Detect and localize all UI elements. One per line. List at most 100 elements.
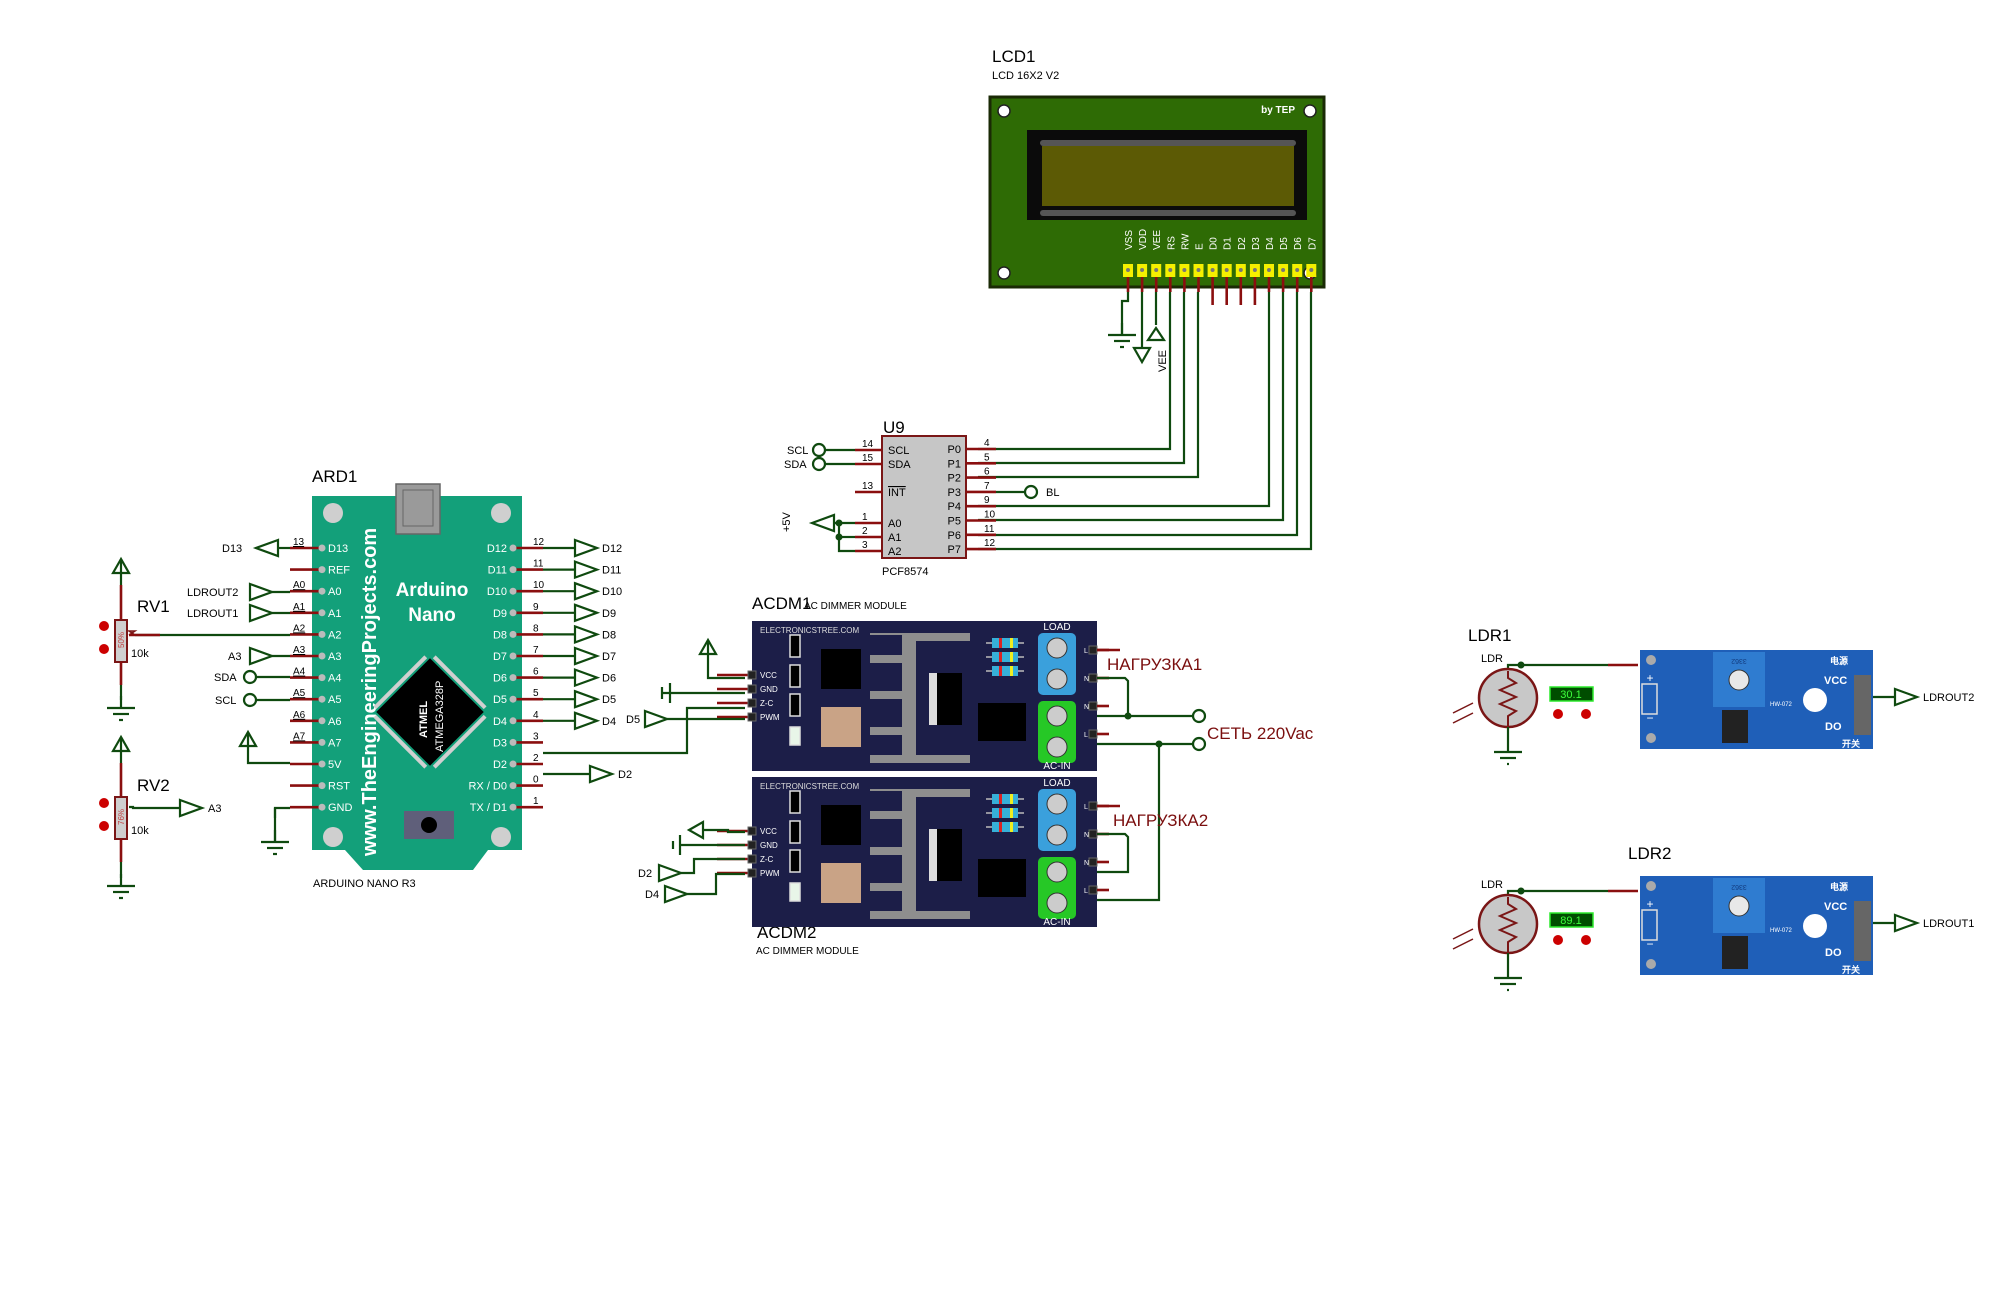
dimmer-pin[interactable] bbox=[1088, 857, 1098, 867]
u9-pin-name: SDA bbox=[888, 459, 911, 471]
rv2-percent: 76% bbox=[117, 809, 126, 825]
net-label: D6 bbox=[602, 673, 616, 685]
increment-icon[interactable] bbox=[1553, 709, 1563, 719]
ldr-module-pin-label: 开关 bbox=[1842, 738, 1860, 749]
lcd-pin-label: VDD bbox=[1138, 229, 1149, 250]
arduino-title-2: Nano bbox=[408, 605, 456, 626]
pot-rv2[interactable]: 76% A3 RV2 10k bbox=[99, 735, 221, 900]
net-d4-pwm-label: D4 bbox=[645, 889, 659, 901]
arduino-nano[interactable]: ARD1 www.TheEngineeringProjects.com Ardu… bbox=[290, 467, 545, 890]
u9-pin-name: A1 bbox=[888, 532, 901, 544]
optocoupler-chip bbox=[821, 863, 861, 903]
ldr-module-header bbox=[1854, 675, 1871, 735]
arduino-pin-name: GND bbox=[328, 802, 353, 814]
u9-pin-number: 12 bbox=[984, 538, 996, 549]
pin-dot-icon bbox=[1252, 268, 1257, 272]
arduino-pin-name: A4 bbox=[328, 673, 341, 685]
pin-dot-icon bbox=[509, 782, 517, 790]
dimmer-pin[interactable] bbox=[1088, 885, 1098, 895]
dimmer-pin[interactable] bbox=[1088, 701, 1098, 711]
dimmer-pin[interactable] bbox=[1088, 829, 1098, 839]
ldr-module-model: HW-072 bbox=[1770, 702, 1793, 708]
pin-dot-icon bbox=[1295, 268, 1300, 272]
net-label: D7 bbox=[602, 651, 616, 663]
ldr-module-header bbox=[1854, 901, 1871, 961]
pin-dot-icon bbox=[318, 652, 326, 660]
pin-dot-icon bbox=[1126, 268, 1130, 272]
acin-label: AC-IN bbox=[1043, 761, 1070, 772]
ldr-part-label: LDR bbox=[1481, 879, 1503, 891]
decrement-icon[interactable] bbox=[1581, 709, 1591, 719]
dimmer-pin[interactable] bbox=[1088, 673, 1098, 683]
mains-wiring: НАГРУЗКА1 НАГРУЗКА2 СЕТЬ 220Vac bbox=[1097, 648, 1314, 902]
lcd-pin-label: D6 bbox=[1293, 237, 1304, 250]
arduino-pin-name: A0 bbox=[328, 586, 341, 598]
u9-pin-name: P2 bbox=[948, 473, 961, 485]
u9-pin-name: P3 bbox=[948, 487, 961, 499]
dimmer-pin[interactable] bbox=[747, 698, 757, 708]
dimmer-pin-name: L bbox=[1084, 804, 1088, 811]
lcd-value: LCD 16X2 V2 bbox=[992, 70, 1059, 82]
decrement-icon[interactable] bbox=[99, 821, 109, 831]
arduino-pin-number: 3 bbox=[533, 731, 539, 742]
increment-icon[interactable] bbox=[1553, 935, 1563, 945]
resistor bbox=[992, 822, 1018, 832]
dimmer-pin[interactable] bbox=[747, 712, 757, 722]
dimmer-pin[interactable] bbox=[747, 840, 757, 850]
decrement-icon[interactable] bbox=[1581, 935, 1591, 945]
svg-text:−: − bbox=[1646, 711, 1653, 725]
bl-terminal-icon[interactable] bbox=[1023, 484, 1039, 500]
pot-rv1[interactable]: 50% RV1 10k bbox=[99, 557, 170, 722]
scl-terminal-icon[interactable] bbox=[242, 692, 258, 708]
arduino-pin-number: A6 bbox=[293, 710, 306, 721]
net-scl-label: SCL bbox=[215, 695, 236, 707]
pin-dot-icon bbox=[318, 587, 326, 595]
rv1-ref: RV1 bbox=[137, 597, 170, 616]
dimmer-pin[interactable] bbox=[747, 684, 757, 694]
resistor bbox=[992, 808, 1018, 818]
led-icon bbox=[1803, 914, 1827, 938]
dimmer-pin[interactable] bbox=[747, 868, 757, 878]
arduino-pin-name: D3 bbox=[493, 737, 507, 749]
net-label: D10 bbox=[602, 586, 622, 598]
dimmer-pin[interactable] bbox=[747, 826, 757, 836]
pin-dot-icon bbox=[1168, 268, 1173, 272]
increment-icon[interactable] bbox=[99, 798, 109, 808]
ldr-module-pin-label: VCC bbox=[1824, 901, 1847, 913]
dimmer-pin[interactable] bbox=[1088, 729, 1098, 739]
sda-terminal-icon[interactable] bbox=[811, 456, 827, 472]
mains-terminal-icon[interactable] bbox=[1191, 708, 1207, 724]
pin-dot-icon bbox=[1196, 268, 1201, 272]
increment-icon[interactable] bbox=[99, 621, 109, 631]
dimmer-pin[interactable] bbox=[1088, 801, 1098, 811]
dimmer-pin[interactable] bbox=[747, 854, 757, 864]
svg-text:−: − bbox=[1646, 937, 1653, 951]
dimmer-pin[interactable] bbox=[1088, 645, 1098, 655]
sda-terminal-icon[interactable] bbox=[242, 669, 258, 685]
decrement-icon[interactable] bbox=[99, 644, 109, 654]
scl-terminal-icon[interactable] bbox=[811, 442, 827, 458]
dimmer-pin[interactable] bbox=[747, 670, 757, 680]
dimmer-pin-name: L bbox=[1084, 648, 1088, 655]
u9-pin-number: 1 bbox=[862, 512, 868, 523]
mount-hole-icon bbox=[1303, 104, 1317, 118]
dimmer-site: ELECTRONICSTREE.COM bbox=[760, 626, 859, 635]
net-arrow-icon bbox=[1893, 687, 1921, 707]
pin-dot-icon bbox=[318, 630, 326, 638]
pin-dot-icon bbox=[509, 674, 517, 682]
pin-dot-icon bbox=[509, 566, 517, 574]
ldr-ref: LDR2 bbox=[1628, 844, 1671, 863]
arduino-pin-number: 13 bbox=[293, 537, 305, 548]
mains-terminal-icon[interactable] bbox=[1191, 736, 1207, 752]
load1-label: НАГРУЗКА1 bbox=[1107, 655, 1202, 674]
u9-pin-name: P0 bbox=[948, 444, 961, 456]
arduino-pin-number: 1 bbox=[533, 796, 539, 807]
arduino-pin-name: A6 bbox=[328, 716, 341, 728]
